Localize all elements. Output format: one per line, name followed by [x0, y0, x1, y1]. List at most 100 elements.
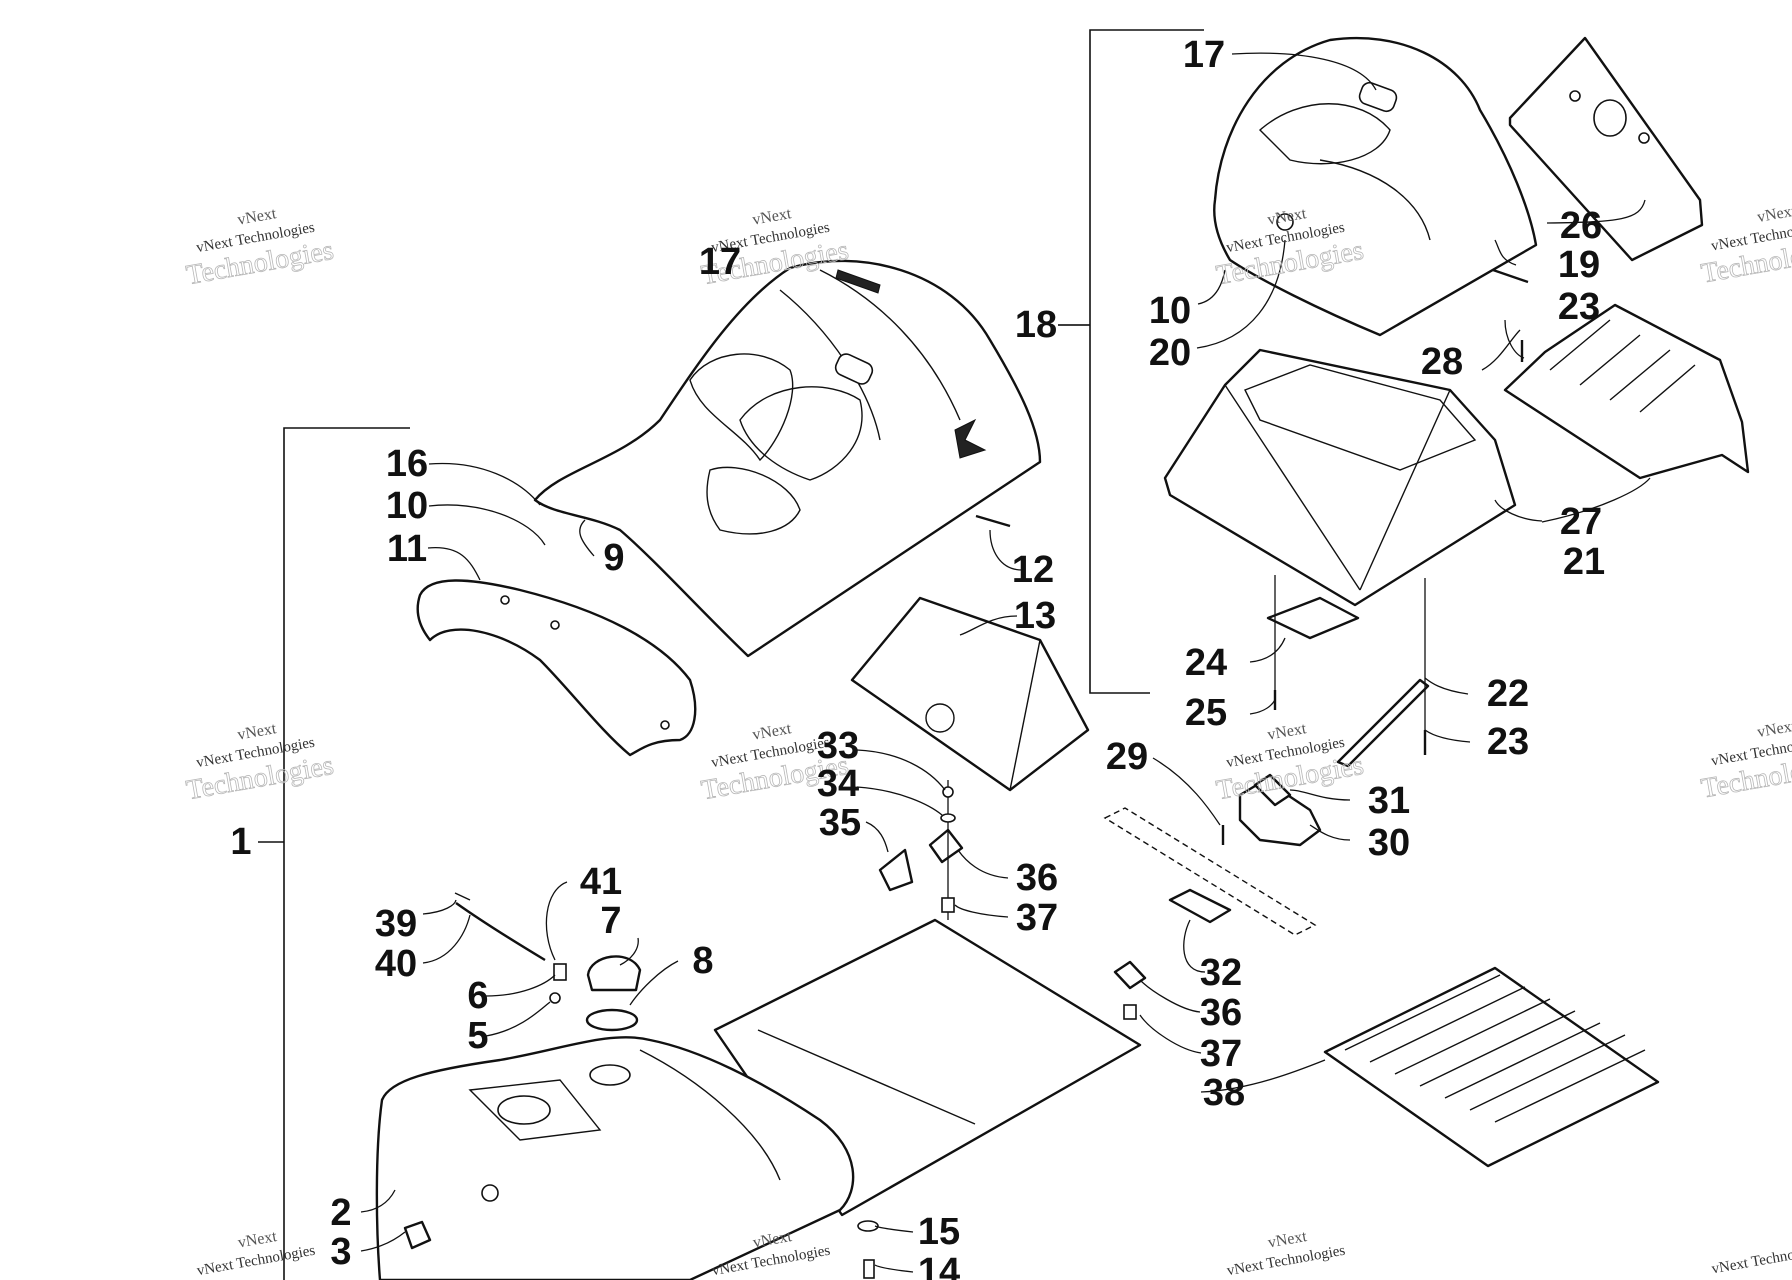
- callout-21: 21: [1563, 541, 1605, 583]
- watermark-8: vNext vNext Technologies Technologies: [1698, 717, 1792, 804]
- fuel-cap-7: [586, 955, 642, 992]
- callout-8: 8: [692, 940, 713, 982]
- panel-hole-1: [500, 595, 510, 605]
- callout-2: 2: [330, 1192, 351, 1234]
- callout-32: 32: [1200, 952, 1242, 994]
- watermark-7-line1: vNext: [1266, 720, 1308, 744]
- pad-hole-right: [1638, 132, 1650, 144]
- rear-seat-grommet: [1276, 213, 1294, 231]
- panel-hole-2: [550, 620, 560, 630]
- watermark-4: vNext vNext Technologies Technologies: [1698, 202, 1792, 289]
- callout-41: 41: [580, 861, 622, 903]
- screw-14: [863, 1259, 875, 1279]
- floor-mat-38: [1323, 966, 1660, 1168]
- fuel-tank-body: [375, 1036, 855, 1280]
- callout-19: 19: [1558, 244, 1600, 286]
- watermark-9: vNext vNext Technologies: [196, 1228, 317, 1279]
- callout-13: 13: [1014, 595, 1056, 637]
- callout-20: 20: [1149, 332, 1191, 374]
- strap-22: [1336, 678, 1430, 768]
- backrest-bracket-27: [1503, 303, 1750, 480]
- watermark-11: vNext vNext Technologies: [1226, 1228, 1347, 1279]
- callout-39: 39: [375, 903, 417, 945]
- watermark-4-line1: vNext: [1756, 202, 1792, 226]
- mat-outline: [1323, 966, 1660, 1168]
- clip-36-lower: [1113, 960, 1147, 990]
- callout-12: 12: [1012, 549, 1054, 591]
- rear-seat-body: [1213, 36, 1538, 337]
- callout-27: 27: [1560, 501, 1602, 543]
- callout-11: 11: [387, 528, 427, 570]
- fitting-6: [553, 963, 567, 981]
- tank-fitting: [481, 1184, 499, 1202]
- seat-part: [533, 259, 1042, 658]
- seat-handle: [834, 353, 874, 385]
- callout-7: 7: [600, 900, 621, 942]
- foam-block-13: [850, 596, 1090, 792]
- gasket-8: [585, 1008, 639, 1032]
- callout-22: 22: [1487, 673, 1529, 715]
- clip-36-upper: [928, 828, 964, 864]
- callout-36-lower: 36: [1200, 992, 1242, 1034]
- tank-fuel-port: [589, 1064, 631, 1086]
- grommet-5: [549, 992, 561, 1004]
- callout-10-right: 10: [1149, 290, 1191, 332]
- seat-cushion-rear: [706, 466, 801, 535]
- seat-cushion-left: [689, 353, 794, 462]
- seat-logo: [954, 418, 987, 459]
- callout-35: 35: [819, 802, 861, 844]
- callout-25: 25: [1185, 692, 1227, 734]
- seat-pin-12: [975, 514, 1011, 528]
- rear-seat-19: [1213, 36, 1538, 337]
- callout-15: 15: [918, 1211, 960, 1253]
- rear-seat-contour: [1319, 159, 1431, 241]
- callout-37-upper: 37: [1016, 897, 1058, 939]
- callout-31: 31: [1368, 780, 1410, 822]
- storage-box-21: [1163, 348, 1517, 607]
- watermark-6-line1: vNext: [751, 720, 793, 744]
- callout-16: 16: [386, 443, 428, 485]
- callout-17-rear: 17: [1183, 34, 1225, 76]
- seat-side-panel: [416, 579, 697, 757]
- callout-23-upper: 23: [1558, 286, 1600, 328]
- nut-37-lower: [1123, 1004, 1137, 1020]
- bracket-27-ribs: [1549, 319, 1696, 413]
- watermark-8-line1: vNext: [1756, 717, 1792, 741]
- callout-10-left: 10: [386, 485, 428, 527]
- tank-contour: [639, 1049, 781, 1181]
- callout-3: 3: [330, 1231, 351, 1273]
- hardware-right-upper: [1266, 340, 1524, 768]
- latch-assembly: [1103, 773, 1322, 936]
- callout-40: 40: [375, 943, 417, 985]
- bracket-35: [878, 848, 914, 892]
- watermark-3-line1: vNext: [1266, 205, 1308, 229]
- callout-29: 29: [1106, 736, 1148, 778]
- clamp-3: [403, 1220, 432, 1250]
- washer-15: [857, 1220, 879, 1232]
- callout-30: 30: [1368, 822, 1410, 864]
- backrest-pad-26: [1508, 36, 1704, 262]
- pad-hole-left: [1569, 90, 1581, 102]
- callout-28: 28: [1421, 341, 1463, 383]
- fuel-tank-floor-assembly: [375, 892, 1142, 1280]
- callout-33: 33: [817, 725, 859, 767]
- callout-1: 1: [230, 821, 251, 863]
- panel-hole-3: [660, 720, 670, 730]
- bracket-24: [1266, 596, 1360, 640]
- callout-9: 9: [603, 537, 624, 579]
- tank-recess: [468, 1079, 602, 1141]
- pad-hole-center: [1593, 99, 1627, 137]
- callout-37-lower: 37: [1200, 1033, 1242, 1075]
- floor-seam: [757, 1029, 976, 1125]
- watermark-5-line1: vNext: [236, 720, 278, 744]
- callout-14: 14: [918, 1251, 960, 1280]
- latch-rail: [1103, 807, 1317, 936]
- watermark-9-line1: vNext: [237, 1228, 279, 1252]
- rear-seat-cushion: [1258, 103, 1391, 165]
- bracket-assembly-18: [1089, 29, 1204, 694]
- storage-box-rim: [1244, 364, 1477, 471]
- bracket-32: [1168, 888, 1232, 924]
- seat-body: [533, 259, 1042, 658]
- seat-cushion-right: [739, 386, 863, 481]
- callout-26: 26: [1560, 205, 1602, 247]
